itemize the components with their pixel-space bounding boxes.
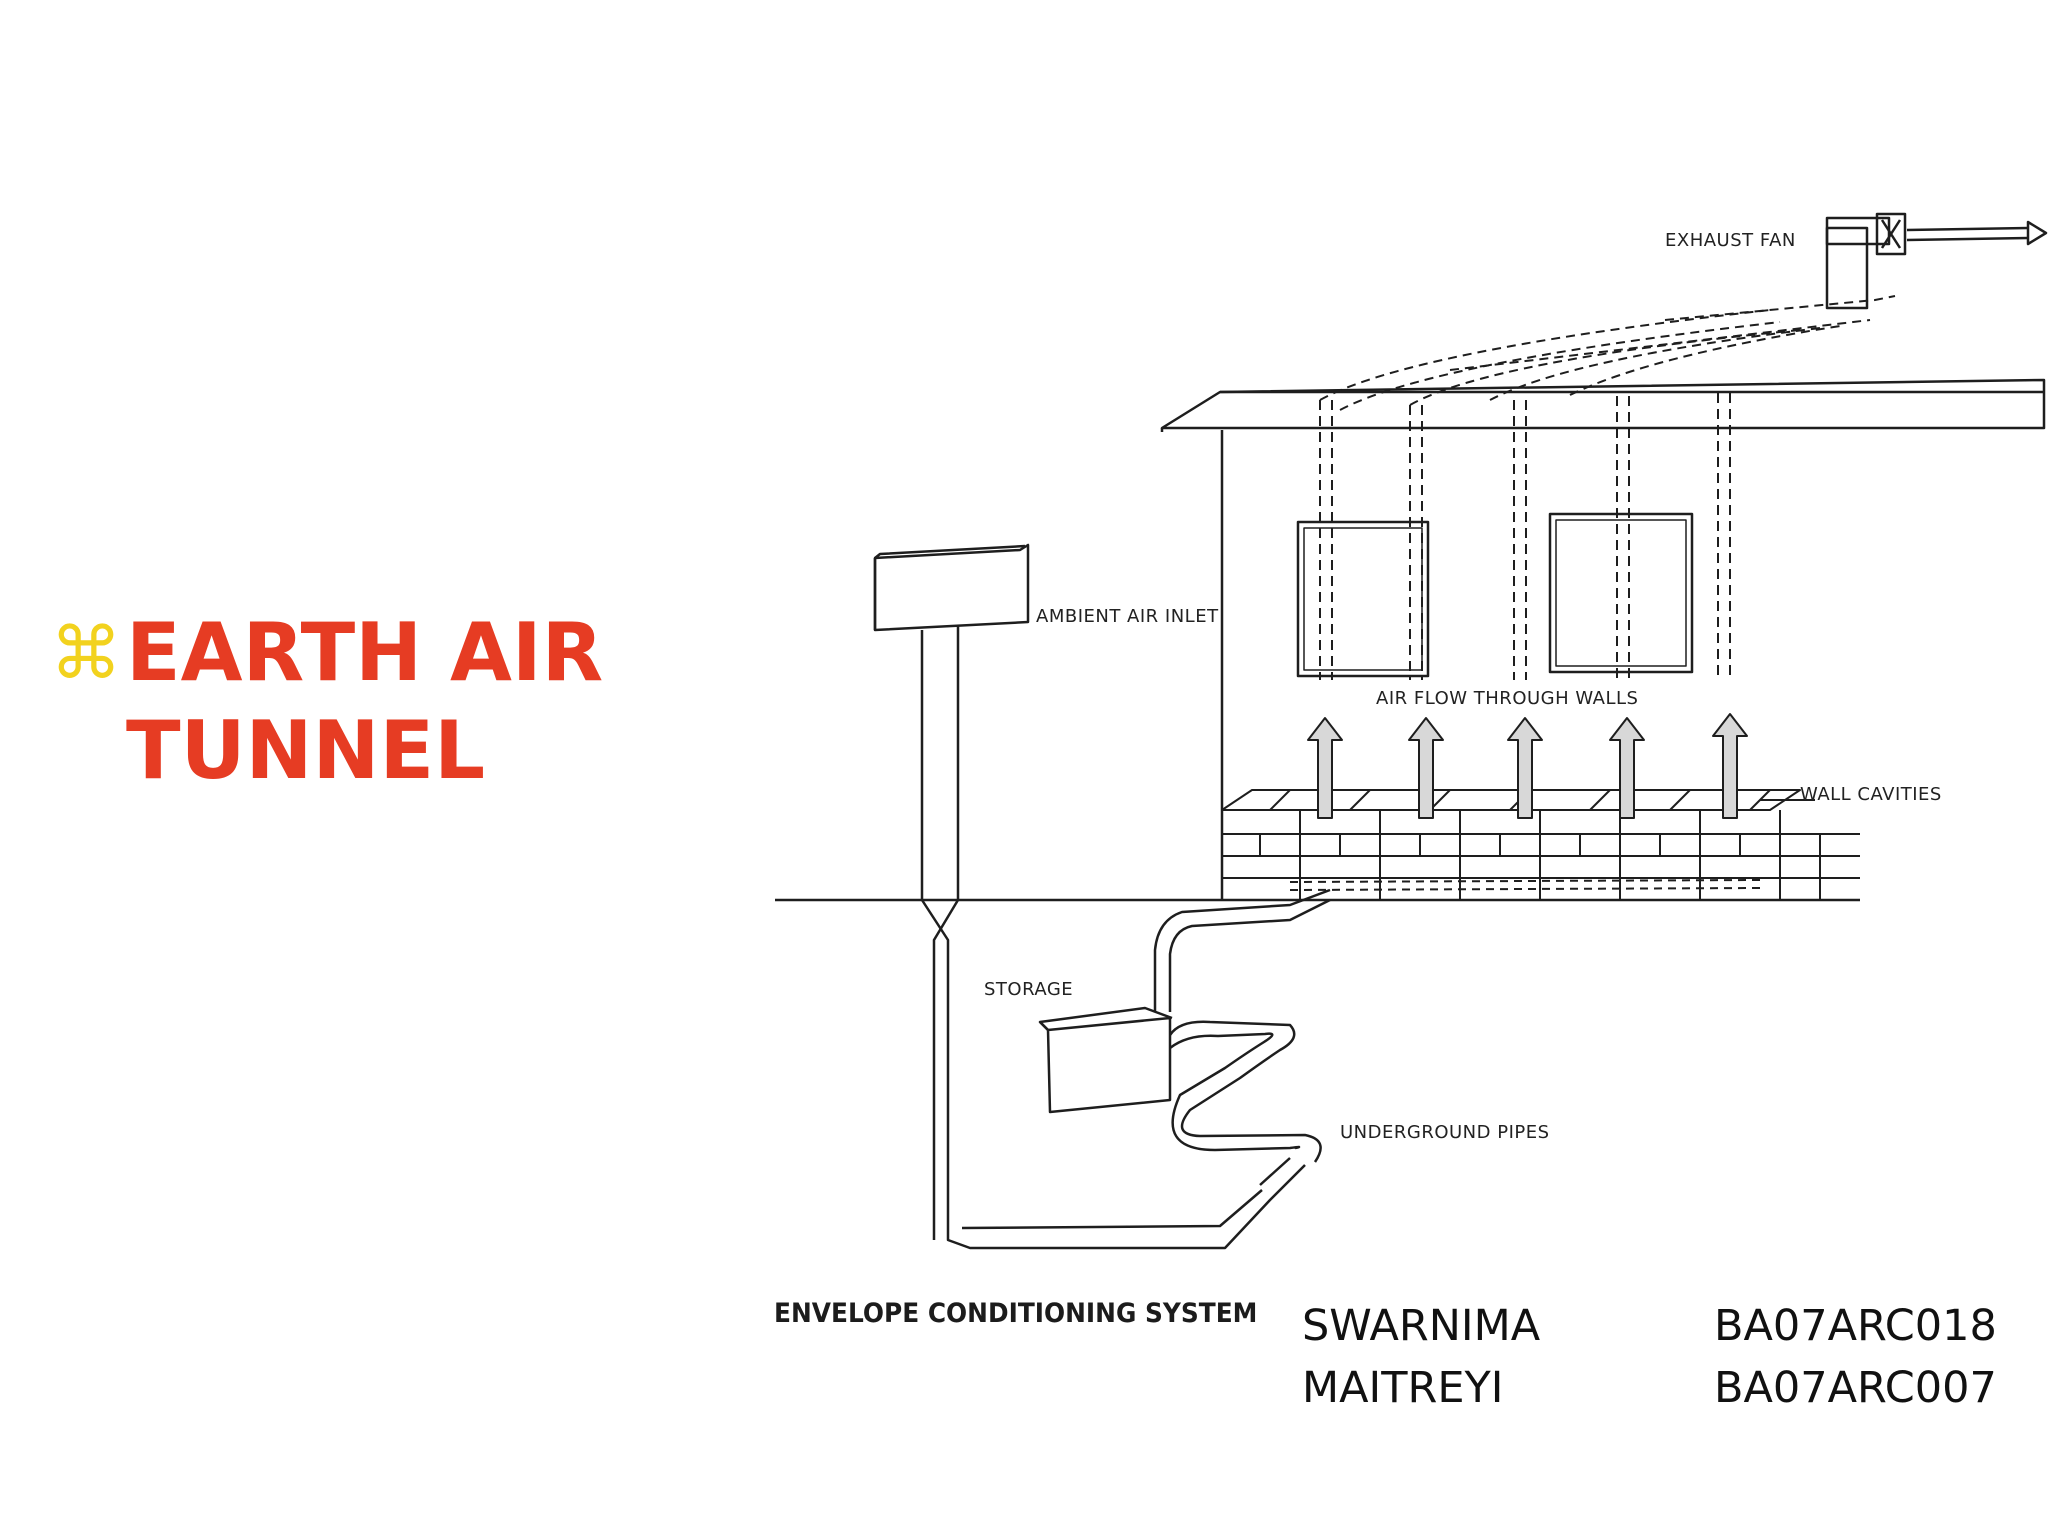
house-outline (1160, 378, 2046, 900)
label-storage: STORAGE (984, 979, 1073, 1000)
credit-name-2: MAITREYI (1302, 1363, 1504, 1413)
exhaust-arrow (1906, 220, 2048, 246)
window-right (1548, 512, 1694, 674)
underground-pipes (1168, 1020, 1322, 1186)
label-exhaust-fan: EXHAUST FAN (1665, 230, 1796, 251)
air-flow-arrows (1307, 713, 1748, 819)
title-line-1: EARTH AIR (126, 606, 604, 699)
command-key-icon: ⌘ (50, 611, 122, 695)
slide-title: ⌘ EARTH AIR TUNNEL (50, 604, 603, 800)
label-air-flow: AIR FLOW THROUGH WALLS (1376, 688, 1638, 709)
title-line-2: TUNNEL (126, 704, 486, 797)
exhaust-fan (1825, 212, 1907, 310)
wall-cavities (1221, 789, 1860, 900)
wall-ducts (1319, 393, 1731, 680)
envelope-conditioning-diagram: EXHAUST FAN AMBIENT AIR INLET AIR FLOW T… (775, 212, 2048, 1250)
label-wall-cavities: WALL CAVITIES (1800, 784, 1942, 805)
ambient-air-inlet (873, 543, 1030, 632)
inlet-shaft (920, 626, 1306, 1250)
credit-name-1: SWARNIMA (1302, 1301, 1541, 1351)
label-underground-pipes: UNDERGROUND PIPES (1340, 1122, 1550, 1143)
diagram-caption: ENVELOPE CONDITIONING SYSTEM (774, 1298, 1258, 1329)
window-left (1296, 520, 1430, 678)
credit-id-2: BA07ARC007 (1714, 1363, 1997, 1413)
storage-to-wall-pipe (1153, 888, 1331, 1012)
storage-tank (1038, 1006, 1173, 1114)
label-ambient-air-inlet: AMBIENT AIR INLET (1036, 606, 1219, 627)
credit-id-1: BA07ARC018 (1714, 1301, 1997, 1351)
roof-ducts (1319, 295, 1896, 411)
